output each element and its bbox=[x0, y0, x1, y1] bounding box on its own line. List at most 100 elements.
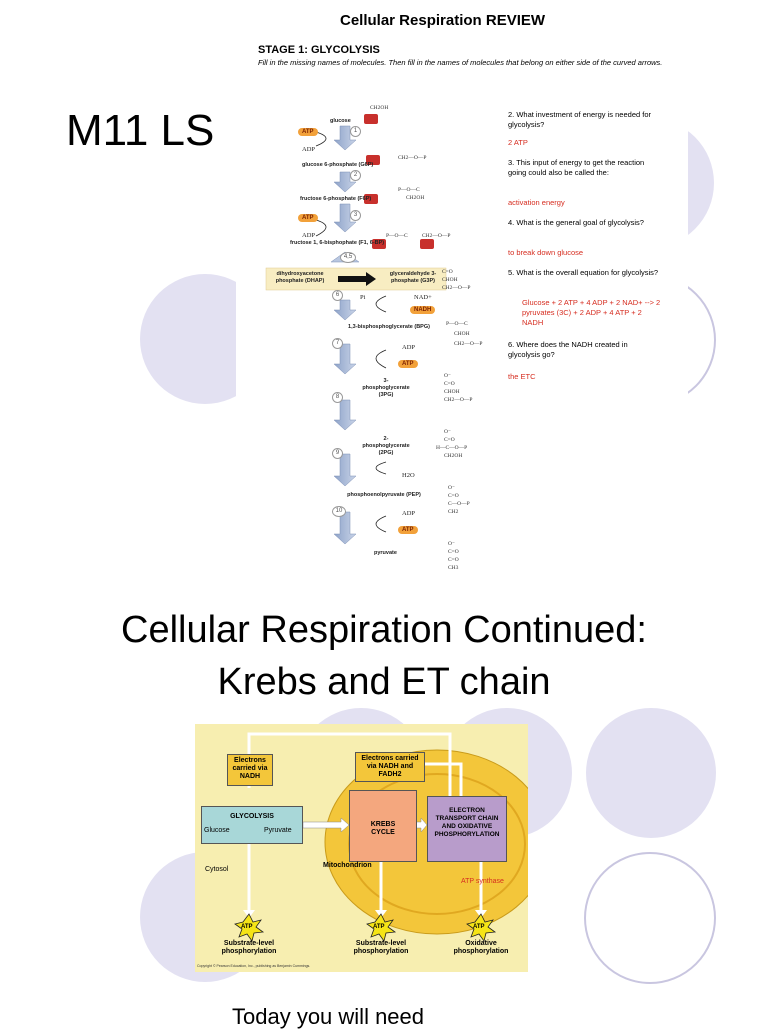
atp-badge: ATP bbox=[298, 128, 318, 136]
step-number: 1 bbox=[350, 126, 361, 137]
worksheet-question: 5. What is the overall equation for glyc… bbox=[508, 268, 659, 277]
molecule-name: pyruvate bbox=[374, 550, 397, 556]
atp-badge: ATP bbox=[398, 360, 418, 368]
molecule-name: 1,3-bisphosphoglycerate (BPG) bbox=[348, 324, 430, 330]
cytosol-label: Cytosol bbox=[205, 866, 229, 873]
structure-formula: CH2—O—P bbox=[398, 155, 427, 161]
structure-formula: C=O bbox=[448, 493, 459, 499]
atp-badge: ATP bbox=[298, 214, 318, 222]
structure-formula: C=O bbox=[442, 269, 453, 275]
step-number: 2 bbox=[350, 170, 361, 181]
decorative-circle bbox=[586, 708, 716, 838]
etc-label: ELECTRON TRANSPORT CHAIN AND OXIDATIVE P… bbox=[434, 807, 500, 838]
copyright-text: Copyright © Pearson Education, Inc., pub… bbox=[197, 964, 311, 968]
structure-formula: CH2—O—P bbox=[422, 233, 451, 239]
slide-title-line: Krebs and ET chain bbox=[217, 661, 551, 703]
worksheet-title: Cellular Respiration REVIEW bbox=[340, 12, 546, 29]
h2o-label: H2O bbox=[402, 472, 415, 479]
structure-formula: O⁻ bbox=[444, 373, 451, 379]
slide-title-line: Cellular Respiration Continued: bbox=[121, 609, 647, 651]
worksheet-question: 3. This input of energy to get the react… bbox=[508, 158, 645, 177]
substrate-level-label: Substrate-level phosphorylation bbox=[353, 940, 409, 955]
structure-formula: CH2OH bbox=[406, 195, 425, 201]
worksheet-answer: Glucose + 2 ATP + 4 ADP + 2 NAD+ --> 2 p… bbox=[522, 298, 661, 327]
worksheet-answer: activation energy bbox=[508, 198, 565, 207]
molecule-name: 3-phosphoglycerate (3PG) bbox=[362, 378, 410, 398]
pyruvate-label: Pyruvate bbox=[264, 827, 292, 834]
etc-box: ELECTRON TRANSPORT CHAIN AND OXIDATIVE P… bbox=[427, 796, 507, 862]
structure-formula: C—O—P bbox=[448, 501, 470, 507]
worksheet-question: 2. What investment of energy is needed f… bbox=[508, 110, 651, 129]
slide-text: Today you will need bbox=[232, 1004, 425, 1029]
slide-title: Cellular Respiration Continued: Krebs an… bbox=[0, 604, 768, 708]
molecule-name: dihydroxyacetone phosphate (DHAP) bbox=[275, 271, 325, 284]
adp-label: ADP bbox=[402, 510, 416, 517]
step-number: 9 bbox=[332, 448, 343, 459]
structure-formula: C=O bbox=[444, 381, 455, 387]
structure-formula: CHOH bbox=[444, 389, 460, 395]
structure-formula: O⁻ bbox=[448, 541, 455, 547]
nadh-badge: NADH bbox=[410, 306, 436, 314]
substrate-level-label: Substrate-level phosphorylation bbox=[221, 940, 277, 955]
structure-formula: P—O—C bbox=[398, 187, 420, 193]
atp-label: ATP bbox=[473, 924, 485, 930]
glycolysis-worksheet: Cellular Respiration REVIEW STAGE 1: GLY… bbox=[236, 0, 688, 580]
decorative-circle bbox=[584, 852, 716, 984]
structure-formula: CH2 bbox=[448, 509, 459, 515]
structure-formula: CH2—O—P bbox=[444, 397, 473, 403]
structure-formula: C=O bbox=[448, 549, 459, 555]
glycolysis-box: GLYCOLYSIS Glucose Pyruvate bbox=[201, 806, 303, 844]
mitochondrion-label: Mitochondrion bbox=[323, 862, 372, 869]
adp-label: ADP bbox=[302, 146, 316, 153]
glycolysis-label: GLYCOLYSIS bbox=[230, 813, 274, 820]
worksheet-answer: to break down glucose bbox=[508, 248, 584, 257]
structure-formula: P—O—C bbox=[386, 233, 408, 239]
glycolysis-pathway-diagram bbox=[265, 114, 447, 545]
step-number: 7 bbox=[332, 338, 343, 349]
structure-formula: C=O bbox=[444, 437, 455, 443]
structure-formula: C=O bbox=[448, 557, 459, 563]
electrons-nadh-box: Electrons carried via NADH bbox=[227, 754, 273, 786]
step-number: 6 bbox=[332, 290, 343, 301]
molecule-name: glucose 6-phosphate (G6P) bbox=[302, 162, 374, 168]
atp-synthase-label: ATP synthase bbox=[461, 878, 504, 885]
structure-formula: CH2OH bbox=[444, 453, 463, 459]
structure-formula: H—C—O—P bbox=[436, 445, 468, 451]
structure-formula: CHOH bbox=[454, 331, 470, 337]
step-number: 8 bbox=[332, 392, 343, 403]
slide-title: M11 LS bbox=[66, 106, 215, 155]
adp-label: ADP bbox=[402, 344, 416, 351]
molecule-name: 2-phosphoglycerate (2PG) bbox=[362, 436, 410, 456]
structure-formula: O⁻ bbox=[444, 429, 451, 435]
step-number: 3 bbox=[350, 210, 361, 221]
electrons-nadh-label: Electrons carried via NADH bbox=[232, 757, 268, 780]
electrons-nadh-fadh2-label: Electrons carried via NADH and FADH2 bbox=[361, 755, 419, 778]
electrons-nadh-fadh2-box: Electrons carried via NADH and FADH2 bbox=[355, 752, 425, 782]
molecule-name: fructose 1, 6-bisphophate (F1, 6-BP) bbox=[290, 240, 385, 246]
structure-formula: O⁻ bbox=[448, 485, 455, 491]
worksheet-answer: the ETC bbox=[508, 372, 536, 381]
structure-formula: CH3 bbox=[448, 565, 459, 571]
worksheet-question: 6. Where does the NADH created in glycol… bbox=[508, 340, 628, 359]
structure-formula: CH2OH bbox=[370, 105, 389, 111]
structure-formula: CH2—O—P bbox=[454, 341, 483, 347]
atp-badge: ATP bbox=[398, 526, 418, 534]
worksheet-stage-heading: STAGE 1: GLYCOLYSIS bbox=[258, 44, 380, 56]
worksheet-instructions: Fill in the missing names of molecules. … bbox=[258, 58, 663, 67]
nad-label: NAD+ bbox=[414, 294, 432, 301]
structure-formula: CH2—O—P bbox=[442, 285, 471, 291]
molecule-name: phosphoenolpyruvate (PEP) bbox=[347, 492, 421, 498]
cellular-respiration-diagram: Electrons carried via NADH Electrons car… bbox=[195, 724, 528, 972]
structure-formula: CHOH bbox=[442, 277, 458, 283]
atp-label: ATP bbox=[241, 924, 253, 930]
molecule-name: glyceraldehyde 3-phosphate (G3P) bbox=[389, 271, 437, 284]
pi-label: Pi bbox=[360, 294, 366, 301]
krebs-cycle-label: KREBS CYCLE bbox=[370, 821, 396, 836]
oxidative-phosphorylation-label: Oxidative phosphorylation bbox=[453, 940, 509, 955]
molecule-name: fructose 6-phosphate (F6P) bbox=[300, 196, 372, 202]
worksheet-answer: 2 ATP bbox=[508, 138, 528, 147]
step-number: 4,5 bbox=[340, 252, 356, 263]
glucose-label: Glucose bbox=[204, 827, 230, 834]
structure-formula: P—O—C bbox=[446, 321, 468, 327]
worksheet-question: 4. What is the general goal of glycolysi… bbox=[508, 218, 644, 227]
